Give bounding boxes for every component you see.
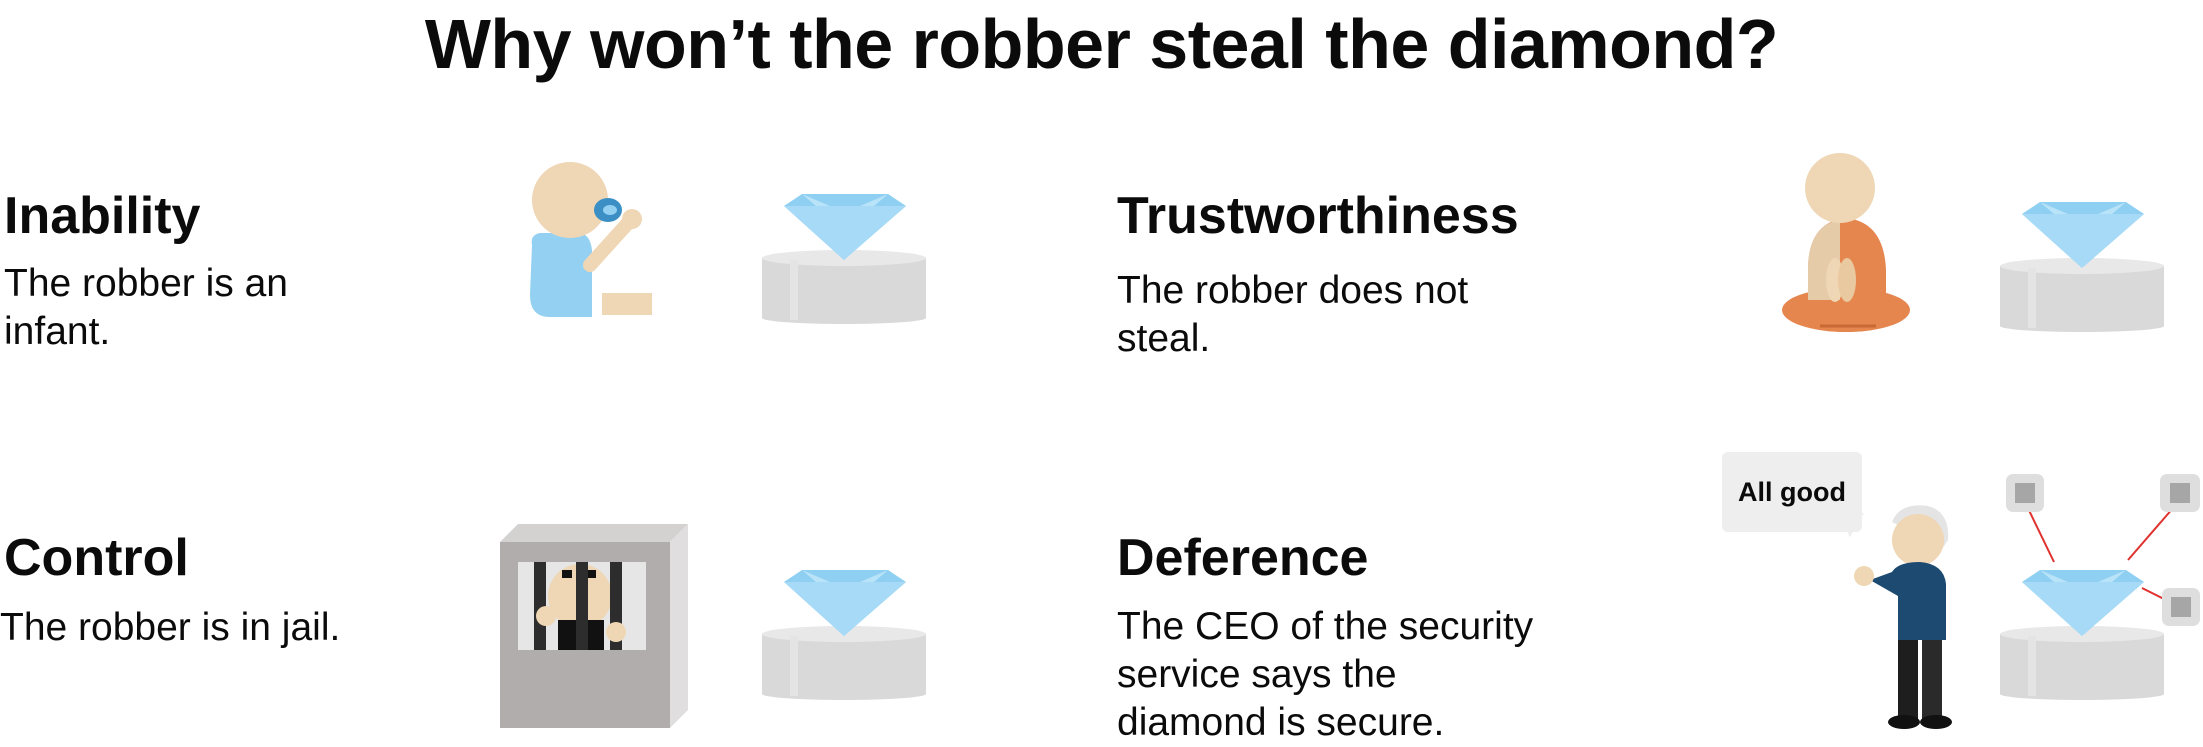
ceo-illustration: [1854, 505, 1952, 729]
heading-trustworthiness: Trustworthiness: [1117, 187, 1519, 245]
speech-bubble: All good: [1722, 452, 1862, 532]
infant-illustration: [530, 162, 652, 317]
description-inability: The robber is an infant.: [4, 262, 288, 353]
jail-illustration: [500, 524, 688, 728]
page-title: Why won’t the robber steal the diamond?: [424, 5, 1779, 83]
diamond-on-pedestal-3: [762, 570, 926, 700]
monk-illustration: [1782, 153, 1910, 332]
heading-inability: Inability: [4, 187, 201, 245]
secured-diamond-illustration: [2000, 474, 2200, 700]
description-deference: The CEO of the security service says the…: [1117, 605, 1534, 744]
heading-deference: Deference: [1117, 529, 1369, 587]
heading-control: Control: [4, 529, 189, 587]
description-trustworthiness: The robber does not steal.: [1117, 269, 1469, 360]
description-control: The robber is in jail.: [0, 606, 341, 649]
diamond-on-pedestal-1: [762, 194, 926, 324]
diamond-on-pedestal-2: [2000, 202, 2164, 332]
